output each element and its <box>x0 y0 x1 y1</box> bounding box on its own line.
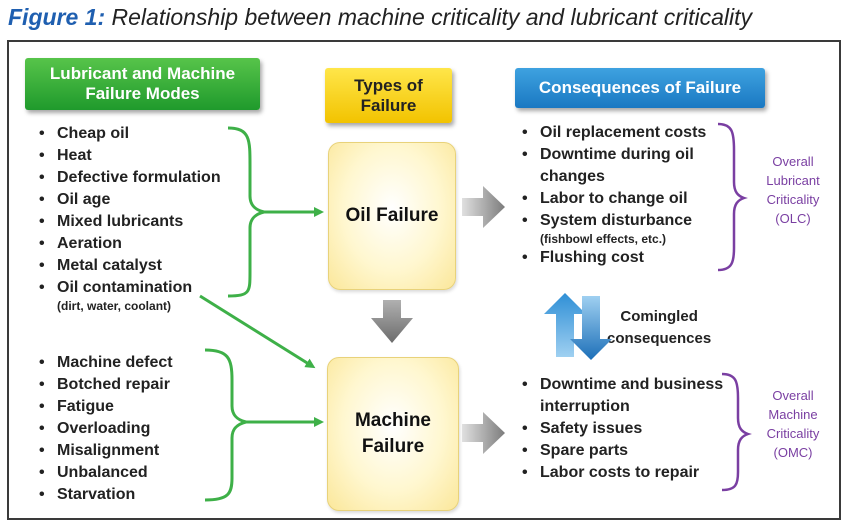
list-item: Botched repair <box>37 374 173 396</box>
list-item: Mixed lubricants <box>37 211 221 233</box>
list-item: Oil replacement costs <box>520 122 706 144</box>
oil-failure-box: Oil Failure <box>328 142 456 290</box>
consequences-header: Consequences of Failure <box>515 68 765 108</box>
list-item: Flushing cost <box>520 247 706 269</box>
omc-bracket <box>721 372 752 492</box>
list-item: Heat <box>37 145 221 167</box>
list-item: Labor costs to repair <box>520 462 723 484</box>
list-item: Starvation <box>37 484 173 506</box>
figure-caption-label: Figure 1: <box>8 4 106 30</box>
oil-failure-label: Oil Failure <box>345 205 439 227</box>
machine-to-consequences-arrow <box>462 412 505 454</box>
olc-bracket <box>717 122 748 272</box>
oil-contamination-note: (dirt, water, coolant) <box>57 299 172 313</box>
down-arrow-icon <box>570 296 612 360</box>
list-item: Metal catalyst <box>37 255 221 277</box>
list-item: Safety issues <box>520 418 723 440</box>
oil-to-machine-down-arrow <box>371 300 413 343</box>
list-item: Machine defect <box>37 352 173 374</box>
machine-failure-label-line2: Failure <box>361 436 425 457</box>
consequences-header-label: Consequences of Failure <box>538 78 742 98</box>
oil-consequences-list: Oil replacement costs Downtime during oi… <box>520 122 706 269</box>
oil-modes-bracket <box>227 126 265 298</box>
types-of-failure-header-line1: Types of <box>354 75 423 95</box>
list-item: Oil age <box>37 189 221 211</box>
types-of-failure-header-line2: Failure <box>360 95 417 115</box>
list-item: Aeration <box>37 233 221 255</box>
diagram-frame <box>7 40 841 520</box>
figure-caption: Figure 1: Relationship between machine c… <box>8 4 752 31</box>
arrow-contamination-to-machine-failure <box>199 294 316 369</box>
list-item: Labor to change oil <box>520 188 706 210</box>
oil-to-consequences-arrow <box>462 186 505 228</box>
machine-modes-bracket <box>204 348 247 502</box>
list-item: System disturbance(fishbowl effects, etc… <box>520 210 706 247</box>
list-item: Spare parts <box>520 440 723 462</box>
list-item: Overloading <box>37 418 173 440</box>
machine-failure-modes-list: Machine defect Botched repair Fatigue Ov… <box>37 352 173 506</box>
list-item: Defective formulation <box>37 167 221 189</box>
figure-caption-text: Relationship between machine criticality… <box>111 4 752 30</box>
list-item: Cheap oil <box>37 123 221 145</box>
failure-modes-header-line2: Failure Modes <box>85 84 200 103</box>
list-item: Unbalanced <box>37 462 173 484</box>
machine-failure-label-line1: Machine <box>354 410 432 432</box>
list-item: Misalignment <box>37 440 173 462</box>
list-item: Oil contamination(dirt, water, coolant) <box>37 277 221 314</box>
oil-failure-modes-list: Cheap oil Heat Defective formulation Oil… <box>37 123 221 314</box>
failure-modes-header-line1: Lubricant and Machine <box>49 64 236 84</box>
up-arrow-icon <box>544 293 586 357</box>
list-item: Fatigue <box>37 396 173 418</box>
